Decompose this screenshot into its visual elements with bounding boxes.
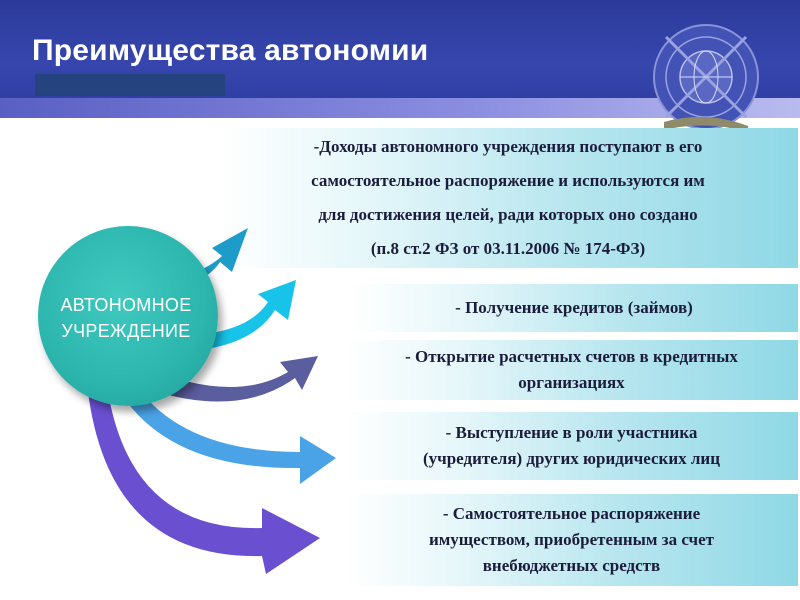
advantage-accounts-line: - Открытие расчетных счетов в кредитных [405,347,738,366]
globe-emblem-logo [653,24,759,132]
autonomous-institution-circle [38,226,218,406]
advantage-accounts-line: организациях [518,373,625,392]
advantage-income-line: самостоятельное распоряжение и использую… [311,171,705,190]
advantage-credits-line: - Получение кредитов (займов) [455,298,693,317]
header-stripe [0,98,800,118]
arrow-to-credits [172,280,296,352]
advantage-founder: - Выступление в роли участника (учредите… [345,412,798,480]
arrow-to-accounts [150,356,318,402]
arrow-to-property [88,392,320,574]
advantage-founder-line: - Выступление в роли участника [445,423,698,442]
advantage-property-line: - Самостоятельное распоряжение [442,504,701,523]
advantage-credits: - Получение кредитов (займов) [350,284,798,332]
advantage-property-line: внебюджетных средств [482,556,661,575]
advantage-income-line: для достижения целей, ради которых оно с… [318,205,698,224]
center-label-line2: УЧРЕЖДЕНИЕ [61,321,191,341]
arrow-to-founder [120,388,336,484]
advantage-accounts: - Открытие расчетных счетов в кредитных … [345,340,798,400]
advantage-income-line: (п.8 ст.2 ФЗ от 03.11.2006 № 174-ФЗ) [370,239,646,258]
advantage-property: - Самостоятельное распоряжение имущество… [345,494,798,586]
slide-title: Преимущества автономии [32,34,429,67]
center-label: АВТОНОМНОЕ УЧРЕЖДЕНИЕ [26,292,226,344]
center-label-line1: АВТОНОМНОЕ [60,295,192,315]
advantage-income-line: -Доходы автономного учреждения поступают… [313,137,703,156]
advantage-founder-line: (учредителя) других юридических лиц [422,449,721,468]
advantage-property-line: имуществом, приобретенным за счет [428,530,715,549]
header-accent-band [35,74,225,96]
advantage-income: -Доходы автономного учреждения поступают… [218,128,798,268]
